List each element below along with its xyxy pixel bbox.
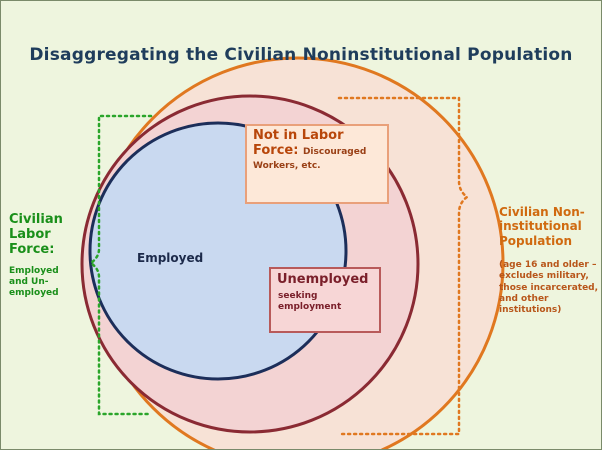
page-title: Disaggregating the Civilian Noninstituti… <box>29 45 573 65</box>
unemployed-title: Unemployed <box>277 272 369 287</box>
labor-force-bracket <box>88 114 153 416</box>
employed-label: Employed <box>137 251 204 265</box>
not-in-labor-force-title: Not in Labor Force: <box>253 128 344 158</box>
not-in-labor-force-label: Not in Labor Force: Discouraged Workers,… <box>253 128 383 173</box>
population-detail: (age 16 and older – excludes military, t… <box>499 260 599 315</box>
unemployed-detail: seeking employment <box>278 291 342 312</box>
unemployed-box <box>269 267 381 333</box>
labor-force-detail: Employed and Un-employed <box>9 266 59 298</box>
population-bracket <box>337 96 470 436</box>
not-in-labor-force-detail: Discouraged Workers, etc. <box>253 146 367 172</box>
labor-force-title: Civilian Labor Force: <box>9 212 63 257</box>
not-in-labor-force-box <box>245 124 389 204</box>
population-title: Civilian Non-institutional Population <box>499 205 585 248</box>
